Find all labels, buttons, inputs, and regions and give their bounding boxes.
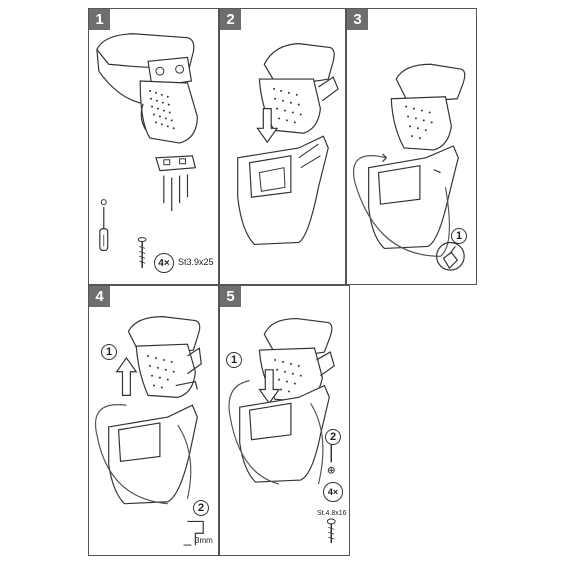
screw-icon (137, 237, 147, 269)
step-4-drill-size: 3mm (195, 536, 213, 545)
clip-tool-icon (442, 246, 459, 270)
step-2-illustration (237, 43, 339, 246)
step-5-screw-spec: St.4.8x16 (317, 510, 347, 517)
step-3-number: 3 (347, 9, 368, 30)
step-1-qty-circle: 4× (154, 253, 174, 273)
screwdriver-icon (99, 207, 109, 251)
step-3-callout: 1 (451, 228, 467, 244)
step-5-callout-screw: 2 (325, 429, 341, 445)
step-2-number: 2 (220, 9, 241, 30)
step-4-callout-drill: 2 (193, 500, 209, 516)
step-4-panel: 4 1 (88, 285, 219, 556)
screw-icon (326, 518, 336, 544)
step-1-illustration (96, 33, 198, 269)
step-3-panel: 3 1 (346, 8, 477, 285)
step-1-panel: 1 (88, 8, 219, 285)
step-3-illustration (353, 63, 466, 271)
screwdriver-bit-icon (327, 444, 335, 474)
step-1-number: 1 (89, 9, 110, 30)
step-5-panel: 5 (219, 285, 350, 556)
step-4-number: 4 (89, 286, 110, 307)
step-5-illustration (228, 317, 336, 544)
step-4-callout-lift: 1 (101, 344, 117, 360)
step-1-screw-qty: 4× (158, 257, 170, 269)
step-2-panel: 2 (219, 8, 346, 285)
step-5-callout-push: 1 (226, 352, 242, 368)
step-5-qty-circle: 4× (323, 482, 343, 502)
drill-bit-icon (183, 520, 204, 546)
step-1-screw-spec: St3.9x25 (178, 257, 214, 267)
step-5-number: 5 (220, 286, 241, 307)
step-4-illustration (95, 316, 204, 546)
